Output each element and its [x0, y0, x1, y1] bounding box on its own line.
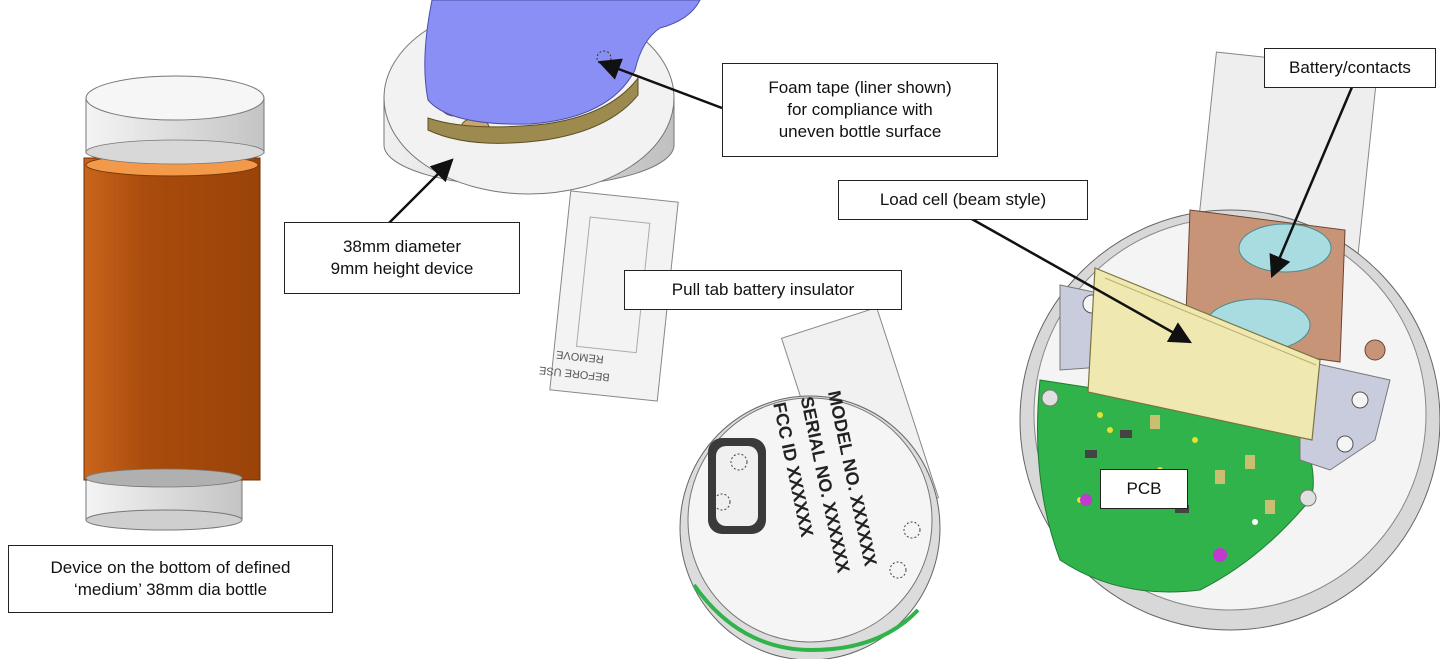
- device-bottom-illustration: MODEL NO. XXXXXX SERIAL NO. XXXXXX FCC I…: [679, 306, 941, 659]
- callout-device-size-line1: 38mm diameter: [342, 237, 462, 256]
- callout-bottle: Device on the bottom of defined ‘medium’…: [8, 545, 333, 613]
- callout-pull-tab-text: Pull tab battery insulator: [671, 280, 855, 299]
- arrow-load-cell: [969, 216, 1192, 344]
- callout-pull-tab: Pull tab battery insulator: [624, 270, 902, 310]
- callout-bottle-line1: Device on the bottom of defined: [50, 558, 291, 577]
- callout-foam-tape-line2: for compliance with: [787, 100, 933, 119]
- callout-pcb: PCB: [1100, 469, 1188, 509]
- pull-tab-print-line1: REMOVE: [556, 348, 605, 365]
- bottle-illustration: [83, 75, 265, 531]
- callout-device-size-line2: 9mm height device: [330, 259, 474, 278]
- arrow-foam-tape: [597, 58, 723, 110]
- callout-load-cell-text: Load cell (beam style): [879, 190, 1047, 209]
- callout-foam-tape-line1: Foam tape (liner shown): [768, 78, 952, 97]
- callout-bottle-line2: ‘medium’ 38mm dia bottle: [73, 580, 268, 599]
- callout-battery-text: Battery/contacts: [1289, 58, 1411, 77]
- callout-pcb-text: PCB: [1126, 479, 1162, 498]
- device-internal-illustration: [1019, 51, 1440, 631]
- arrow-battery: [1269, 79, 1357, 279]
- callout-foam-tape-line3: uneven bottle surface: [778, 122, 942, 141]
- callout-foam-tape: Foam tape (liner shown) for compliance w…: [722, 63, 998, 157]
- device-top-illustration: REMOVE BEFORE USE: [383, 0, 701, 402]
- callout-load-cell: Load cell (beam style): [838, 180, 1088, 220]
- arrow-device-size: [387, 158, 454, 225]
- callout-device-size: 38mm diameter 9mm height device: [284, 222, 520, 294]
- leader-arrows: [387, 58, 1357, 344]
- callout-battery: Battery/contacts: [1264, 48, 1436, 88]
